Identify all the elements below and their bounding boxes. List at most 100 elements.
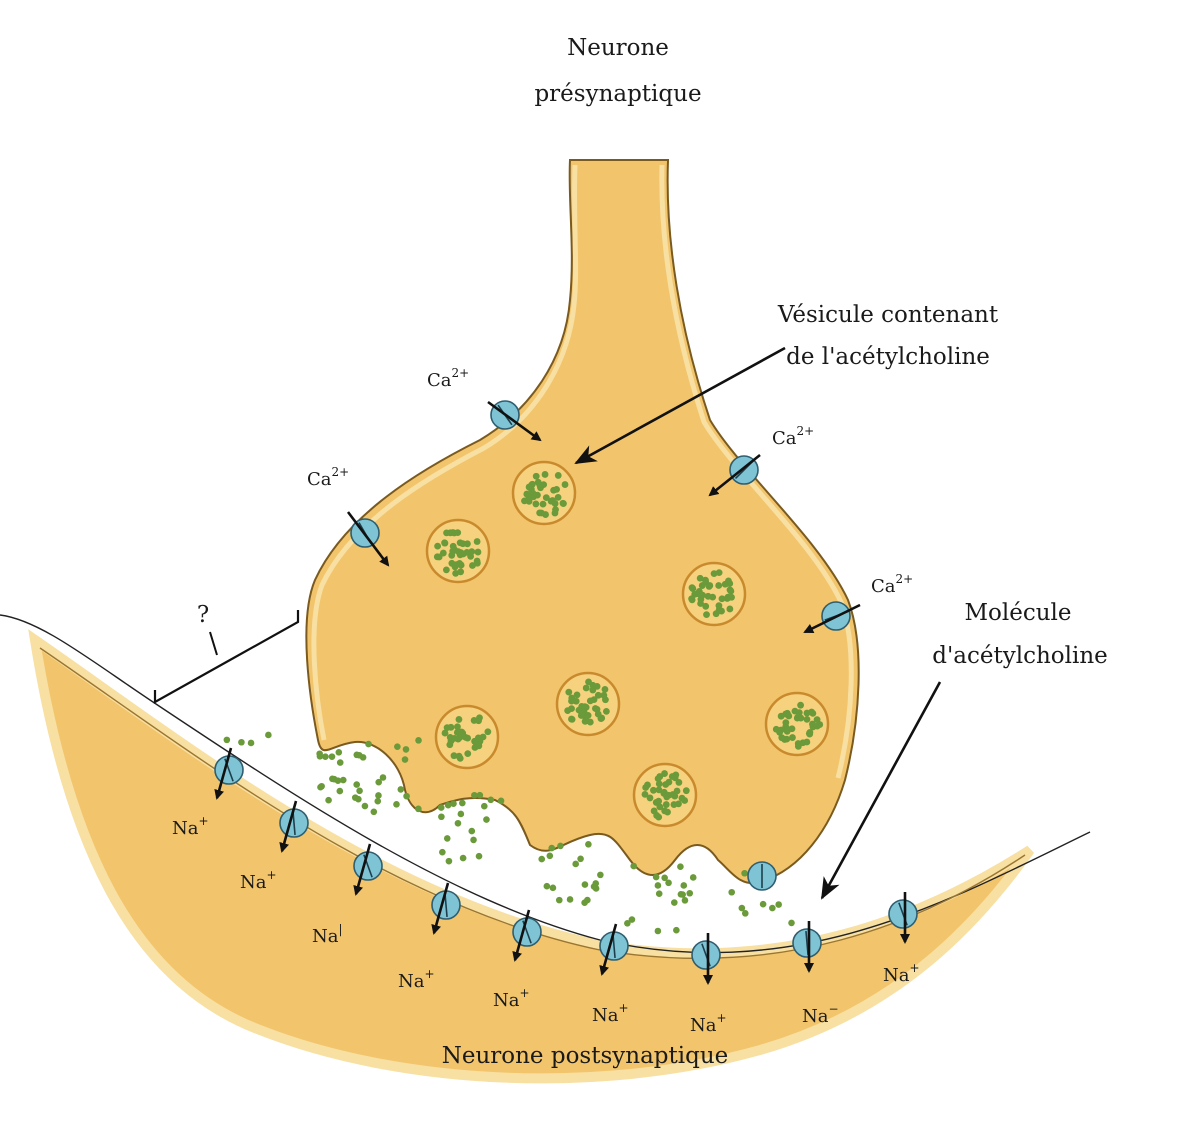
acetylcholine-molecule [681, 797, 689, 804]
acetylcholine-molecule [549, 884, 557, 892]
acetylcholine-molecule [439, 848, 446, 856]
acetylcholine-molecule [475, 742, 483, 750]
acetylcholine-molecule [445, 857, 453, 865]
acetylcholine-molecule [370, 808, 378, 816]
ion-flow-arrow [803, 603, 861, 634]
acetylcholine-molecule [365, 740, 372, 748]
acetylcholine-molecule [497, 797, 505, 805]
acetylcholine-molecule [769, 904, 776, 912]
acetylcholine-molecule [688, 584, 696, 592]
acetylcholine-molecule [329, 775, 336, 783]
acetylcholine-molecule [718, 595, 726, 603]
ion-label: Na+ [883, 961, 920, 986]
ion-channel [792, 921, 822, 973]
acetylcholine-molecule [375, 792, 382, 799]
ion-flow-arrow [708, 453, 761, 497]
bracket-tick [209, 631, 218, 656]
acetylcholine-molecule [661, 874, 668, 882]
acetylcholine-molecule [459, 799, 466, 807]
acetylcholine-molecule [788, 725, 796, 733]
acetylcholine-molecule [557, 842, 564, 850]
acetylcholine-molecule [336, 759, 344, 766]
acetylcholine-molecule [444, 801, 452, 809]
acetylcholine-molecule [538, 509, 545, 517]
acetylcholine-molecule [447, 737, 455, 745]
acetylcholine-molecule [581, 717, 589, 725]
acetylcholine-molecule [655, 780, 663, 788]
vesicle-label-line1: Vésicule contenant [777, 302, 999, 328]
acetylcholine-molecule [698, 582, 706, 589]
acetylcholine-molecule [572, 860, 579, 868]
acetylcholine-molecule [703, 611, 710, 618]
acetylcholine-molecule [568, 697, 575, 705]
acetylcholine-molecule [480, 802, 488, 810]
acetylcholine-molecule [791, 707, 799, 715]
ion-flow-arrow [214, 747, 233, 800]
acetylcholine-molecule [450, 800, 457, 807]
vesicle-label-line2: de l'acétylcholine [786, 344, 990, 370]
acetylcholine-molecule [455, 752, 463, 760]
acetylcholine-molecule [696, 574, 704, 582]
acetylcholine-molecule [682, 787, 690, 795]
acetylcholine-molecule [450, 752, 458, 760]
acetylcholine-molecule [741, 869, 748, 877]
acetylcholine-molecule [449, 542, 457, 550]
acetylcholine-molecule [538, 855, 546, 863]
acetylcholine-molecule [476, 791, 484, 799]
acetylcholine-molecule [671, 899, 678, 906]
vesicle [425, 518, 491, 584]
ion-label: Na− [802, 1002, 839, 1027]
acetylcholine-molecule [335, 749, 343, 756]
acetylcholine-molecule [724, 579, 732, 587]
acetylcholine-molecule [788, 919, 795, 927]
acetylcholine-molecule [540, 481, 548, 489]
acetylcholine-molecule [397, 786, 405, 793]
acetylcholine-molecule [437, 804, 445, 811]
acetylcholine-molecule [473, 538, 481, 545]
acetylcholine-molecule [435, 553, 443, 561]
acetylcholine-molecule [661, 807, 669, 815]
acetylcholine-molecule [473, 557, 481, 565]
ion-channel [431, 882, 461, 935]
ion-channel [512, 909, 542, 962]
acetylcholine-molecule [459, 854, 467, 862]
ion-channel [487, 400, 542, 442]
acetylcholine-molecule [680, 882, 688, 889]
acetylcholine-molecule [670, 801, 678, 808]
acetylcholine-molecule [593, 682, 601, 690]
acetylcholine-molecule [706, 582, 714, 589]
acetylcholine-molecule [581, 881, 589, 888]
acetylcholine-molecule [448, 551, 456, 559]
acetylcholine-molecule [464, 734, 472, 742]
acetylcholine-molecule [402, 746, 410, 753]
acetylcholine-molecule [443, 724, 451, 732]
acetylcholine-molecule [339, 776, 347, 784]
acetylcholine-molecule [775, 901, 782, 908]
acetylcholine-molecule [594, 710, 602, 718]
ion-label: Ca2+ [307, 465, 349, 490]
ion-channel [346, 511, 390, 567]
acetylcholine-molecule [553, 485, 560, 493]
presynaptic-label-line2: présynaptique [534, 81, 701, 107]
acetylcholine-molecule [669, 791, 677, 798]
acetylcholine-molecule [459, 550, 467, 558]
acetylcholine-molecule [403, 792, 410, 800]
acetylcholine-molecule [673, 926, 680, 934]
acetylcholine-molecule [715, 582, 723, 589]
acetylcholine-molecule [689, 874, 697, 881]
acetylcholine-molecule [456, 728, 464, 736]
acetylcholine-molecule [554, 472, 562, 479]
acetylcholine-molecule [374, 797, 382, 805]
acetylcholine-molecule [641, 790, 649, 798]
acetylcholine-molecule [443, 529, 450, 537]
acetylcholine-molecule [468, 827, 476, 835]
acetylcholine-molecule [702, 602, 710, 610]
vesicle [555, 671, 621, 737]
cleft-question-mark: ? [197, 602, 209, 628]
acetylcholine-molecule [541, 471, 549, 478]
ion-flow-arrow [353, 843, 372, 896]
acetylcholine-molecule [797, 701, 804, 709]
acetylcholine-molecule [642, 784, 650, 791]
acetylcholine-molecule [650, 807, 658, 815]
acetylcholine-molecule [662, 781, 670, 788]
